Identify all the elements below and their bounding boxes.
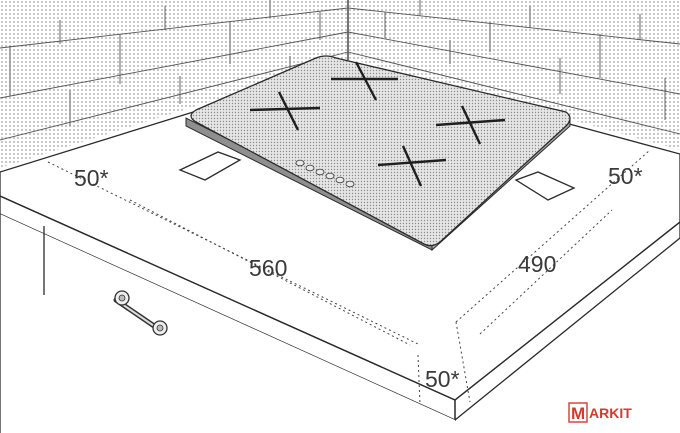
dim-front-clearance: 50* xyxy=(425,366,460,392)
burners xyxy=(249,61,506,187)
handle-icon xyxy=(113,290,168,336)
touch-control-dot xyxy=(315,168,325,176)
cabinet-front xyxy=(0,214,455,433)
touch-control-dot xyxy=(305,164,315,172)
cross-burner-icon xyxy=(435,105,506,145)
touch-control-dot xyxy=(325,172,335,180)
cross-burner-icon xyxy=(331,61,398,101)
control-buttons xyxy=(295,159,355,188)
logo-text: ARKIT xyxy=(589,405,632,421)
dim-left-clearance: 50* xyxy=(74,165,109,191)
dim-depth: 490 xyxy=(518,251,556,277)
dim-right-clearance: 50* xyxy=(608,163,643,189)
cross-burner-icon xyxy=(249,91,321,131)
mounting-brackets xyxy=(178,151,576,201)
left-wall-tiles xyxy=(0,0,349,141)
logo-initial: M xyxy=(571,404,585,423)
watermark-logo: M ARKIT xyxy=(568,402,632,423)
cross-burner-icon xyxy=(377,145,447,187)
touch-control-dot xyxy=(335,176,345,184)
back-wall xyxy=(0,0,680,168)
dim-width: 560 xyxy=(249,255,287,281)
right-wall-tiles xyxy=(347,0,680,135)
cutout-guides xyxy=(47,149,651,406)
touch-control-dot xyxy=(295,159,305,167)
touch-control-dot xyxy=(345,180,355,188)
